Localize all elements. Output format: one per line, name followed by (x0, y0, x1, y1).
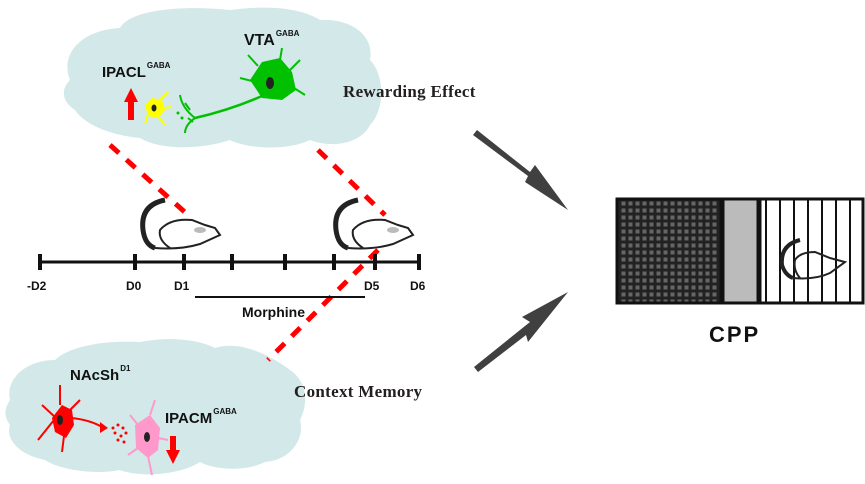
ipacm-label: IPACMGABA (165, 407, 237, 427)
brain-top-shape (63, 7, 382, 148)
ipacm-neuron (127, 399, 169, 476)
ipacm-down-arrow-icon (166, 436, 180, 464)
mouse-icon-d5 (333, 197, 415, 251)
cpp-chamber-middle (721, 197, 760, 305)
nacsh-label: NAcShD1 (70, 364, 131, 384)
ipacl-neuron (144, 91, 173, 126)
mouse-icon-d1 (140, 197, 222, 251)
cpp-label: CPP (709, 322, 761, 347)
brain-bottom-shape (5, 339, 306, 475)
nacsh-neuron (37, 385, 108, 453)
tick-label-d6: D6 (410, 279, 426, 293)
timeline (38, 254, 421, 298)
rewarding-effect-label: Rewarding Effect (343, 82, 476, 101)
tick-label-d1: D1 (174, 279, 190, 293)
ipacl-up-arrow-icon (124, 88, 138, 120)
dash-d5-to-bottom (266, 248, 380, 362)
connector-lines (108, 143, 387, 362)
vta-label: VTAGABA (244, 29, 300, 49)
tick-label-neg-d2: -D2 (27, 279, 47, 293)
dash-ipacl-to-d1 (108, 143, 190, 217)
vta-neuron (176, 47, 306, 134)
brain-bottom (5, 339, 306, 475)
morphine-label: Morphine (242, 304, 305, 320)
cpp-mouse-icon (779, 238, 848, 280)
tick-label-d5: D5 (364, 279, 380, 293)
arrow-memory-to-cpp-icon (474, 292, 568, 372)
cpp-chamber-grid (615, 197, 723, 305)
cpp-box (615, 197, 865, 305)
timeline-ticks (38, 254, 421, 270)
neurotransmitter-dots (111, 423, 128, 444)
tick-label-d0: D0 (126, 279, 142, 293)
cpp-stripe-bars (765, 200, 851, 302)
arrow-reward-to-cpp-icon (473, 130, 568, 210)
ipacl-label: IPACLGABA (102, 61, 171, 81)
brain-top (63, 7, 382, 148)
dash-vta-to-d5 (316, 148, 387, 217)
cpp-chamber-stripes (758, 197, 865, 305)
context-memory-label: Context Memory (294, 382, 423, 401)
